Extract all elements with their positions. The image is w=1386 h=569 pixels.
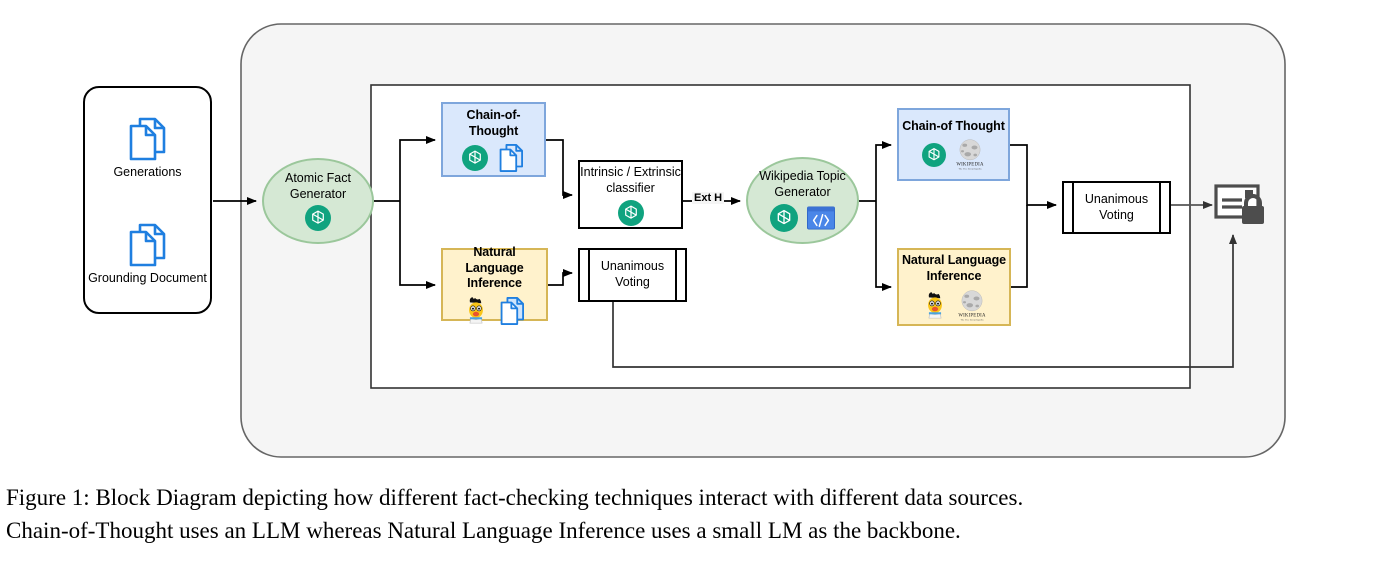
edge-fork-to-cot-right [875, 141, 892, 201]
source-item-generations: Generations [113, 116, 182, 179]
edge-fork-to-nli-right [875, 201, 892, 291]
openai-icon [922, 143, 946, 168]
edge-cot-right-out [1010, 144, 1057, 209]
node-label: Chain-of-Thought [466, 107, 521, 138]
wikipedia-tagline: The Free Encyclopedia [960, 318, 984, 321]
edge-fork-to-nli-left [399, 201, 436, 289]
node-icons [463, 296, 526, 326]
node-verified-output [1214, 180, 1270, 230]
node-chain-of-thought-left: Chain-of-Thought [441, 102, 546, 177]
wikipedia-wordmark: WIKIPEDIA [956, 163, 984, 168]
edge-nli-right-out [1011, 205, 1028, 288]
source-label-generations: Generations [113, 164, 182, 179]
node-chain-of-thought-right: Chain-of Thought WIKIPEDIA [897, 108, 1010, 181]
document-stack-icon [130, 117, 166, 160]
openai-icon [617, 200, 644, 227]
caption-line-1: Figure 1: Block Diagram depicting how di… [6, 485, 1024, 510]
document-stack-icon [499, 144, 523, 173]
node-intrinsic-extrinsic-classifier: Intrinsic / Extrinsic classifier [578, 160, 683, 229]
node-atomic-fact-generator: Atomic Fact Generator [262, 158, 374, 244]
node-label: Atomic Fact Generator [285, 170, 351, 201]
node-label: Unanimous Voting [600, 259, 665, 289]
wikipedia-wordmark: WIKIPEDIA [958, 313, 986, 318]
openai-icon [305, 205, 331, 232]
edge-label-ext-h: Ext H [692, 192, 725, 204]
document-lock-icon [1214, 184, 1264, 224]
node-natural-language-inference-left: Natural Language Inference [441, 245, 548, 325]
node-unanimous-voting-left: Unanimous Voting [578, 248, 687, 302]
document-stack-icon [130, 223, 166, 266]
openai-icon [462, 145, 488, 172]
wikipedia-icon: WIKIPEDIA The Free Encyclopedia [958, 290, 986, 321]
node-label: Unanimous Voting [1084, 191, 1149, 222]
caption-line-2: Chain-of-Thought uses an LLM whereas Nat… [6, 517, 961, 543]
openai-icon [770, 203, 798, 232]
edge-fork-to-cot-left [399, 136, 436, 201]
node-label: Natural Language Inference [902, 253, 1006, 283]
node-unanimous-voting-right: Unanimous Voting [1062, 181, 1171, 234]
node-label: Wikipedia Topic Generator [759, 169, 846, 199]
node-natural-language-inference-right: Natural Language Inference [897, 248, 1011, 326]
node-wikipedia-topic-generator: Wikipedia Topic Generator [746, 157, 859, 244]
data-sources-card: Generations Grounding Document [83, 86, 212, 314]
node-label: Intrinsic / Extrinsic classifier [580, 164, 681, 195]
edge-nli-left-out [548, 269, 573, 286]
node-icons [462, 143, 525, 173]
wikipedia-icon: WIKIPEDIA The Free Encyclopedia [956, 139, 984, 171]
node-icons: WIKIPEDIA The Free Encyclopedia [922, 138, 985, 172]
source-item-grounding-document: Grounding Document [88, 222, 207, 285]
node-icons [770, 203, 835, 232]
edge-vote-left-feedback [612, 234, 1237, 368]
bert-icon [469, 297, 483, 324]
figure-caption: Figure 1: Block Diagram depicting how di… [6, 482, 1380, 547]
bert-icon [927, 291, 942, 319]
block-diagram-figure: Generations Grounding Document Atomic Fa… [83, 23, 1286, 458]
wikipedia-tagline: The Free Encyclopedia [959, 168, 983, 171]
edge-cot-left-out [546, 139, 573, 199]
document-stack-icon [500, 296, 524, 325]
node-icons: WIKIPEDIA The Free Encyclopedia [922, 289, 987, 323]
source-label-grounding-document: Grounding Document [88, 270, 207, 285]
code-window-icon [807, 206, 835, 230]
node-label: Natural Language Inference [465, 245, 524, 291]
node-label: Chain-of Thought [902, 118, 1005, 133]
